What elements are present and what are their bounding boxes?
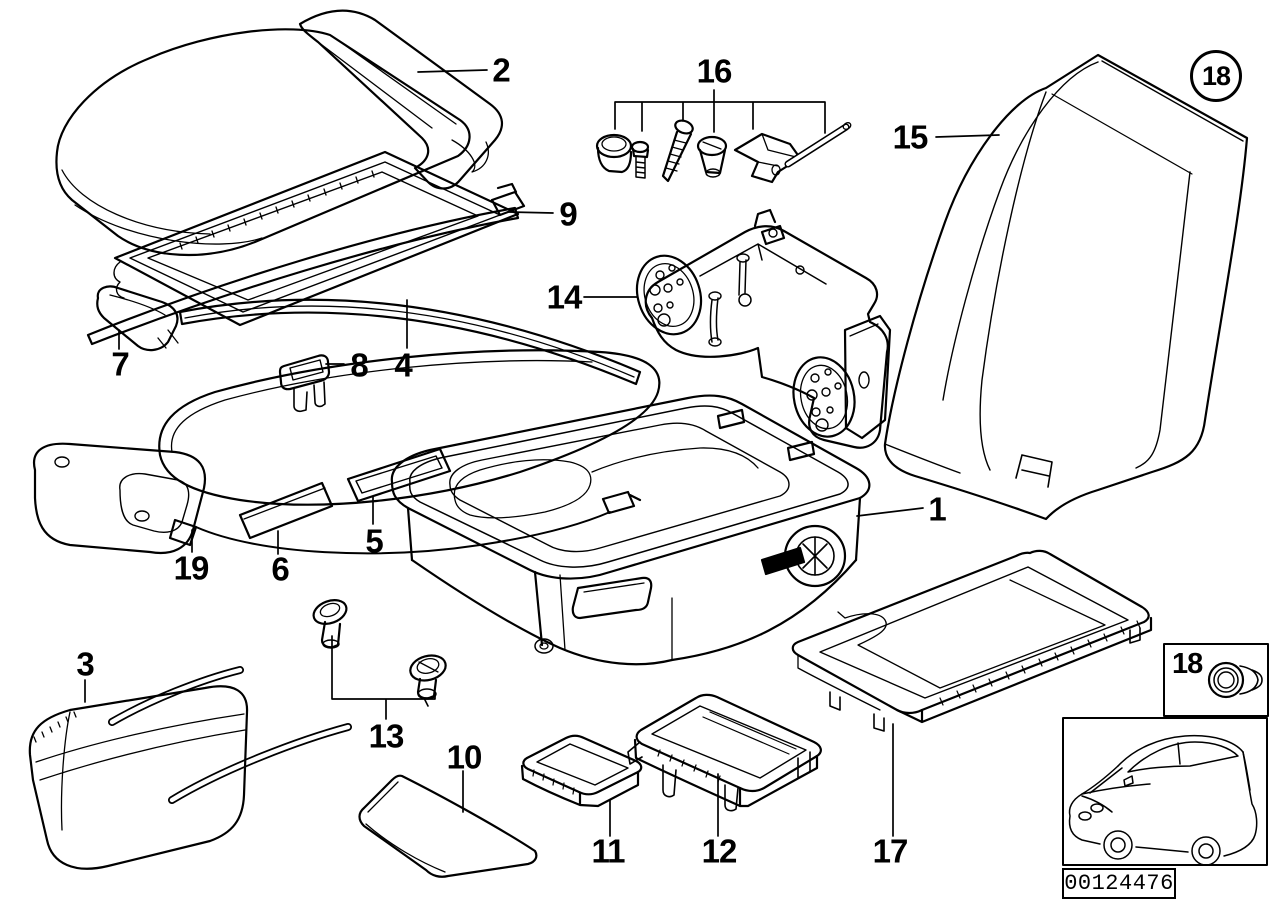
part-14-mounting-bracket: [635, 208, 892, 449]
part-6-trim: [238, 481, 334, 540]
callout-7[interactable]: 7: [111, 345, 129, 383]
callout-9[interactable]: 9: [559, 195, 577, 233]
callout-11[interactable]: 11: [591, 832, 626, 870]
callout-8[interactable]: 8: [350, 346, 368, 384]
callout-10[interactable]: 10: [446, 738, 483, 776]
part-8-latch: [278, 354, 331, 413]
callout-13[interactable]: 13: [368, 717, 405, 755]
part-3-cushion: [28, 666, 352, 870]
callout-4[interactable]: 4: [394, 346, 412, 384]
callout-3[interactable]: 3: [76, 645, 94, 683]
callout-5[interactable]: 5: [365, 522, 383, 560]
part-7-bracket: [96, 285, 179, 352]
part-5-trim: [346, 447, 452, 503]
part-4-trim-strip: [86, 206, 642, 386]
callout-16[interactable]: 16: [696, 52, 733, 90]
part-2-armrest-lid: [55, 9, 503, 257]
part-number-plate: 00124476: [1062, 868, 1176, 899]
callout-18-badge[interactable]: 18: [1190, 50, 1242, 102]
part-16-hardware-set: [595, 119, 852, 184]
part-17-tray-panel: [791, 549, 1153, 732]
part-15-backrest-panel: [883, 53, 1249, 521]
vehicle-thumbnail: [1068, 734, 1258, 866]
callout-2[interactable]: 2: [492, 51, 510, 89]
callout-19[interactable]: 19: [173, 549, 210, 587]
part-11-tray: [520, 734, 643, 808]
grommet-detail-drawing: [1207, 661, 1263, 699]
detail-box-frame: [1163, 643, 1269, 717]
part-10-mat: [358, 774, 538, 878]
part-1-armrest-body: [390, 394, 871, 666]
detail-box-label: 18: [1172, 648, 1203, 680]
lid-base-panel: [158, 349, 661, 506]
vehicle-box-frame: [1062, 717, 1268, 866]
callout-14[interactable]: 14: [546, 278, 583, 316]
callout-6[interactable]: 6: [271, 550, 289, 588]
callout-12[interactable]: 12: [701, 832, 738, 870]
part-12-storage-insert: [627, 693, 822, 812]
callout-1[interactable]: 1: [928, 490, 946, 528]
callout-15[interactable]: 15: [892, 118, 929, 156]
part-13-fasteners: [312, 599, 447, 707]
leader-lines: [84, 69, 1000, 837]
callout-17[interactable]: 17: [872, 832, 909, 870]
part-19-cover-shell: [32, 442, 642, 555]
